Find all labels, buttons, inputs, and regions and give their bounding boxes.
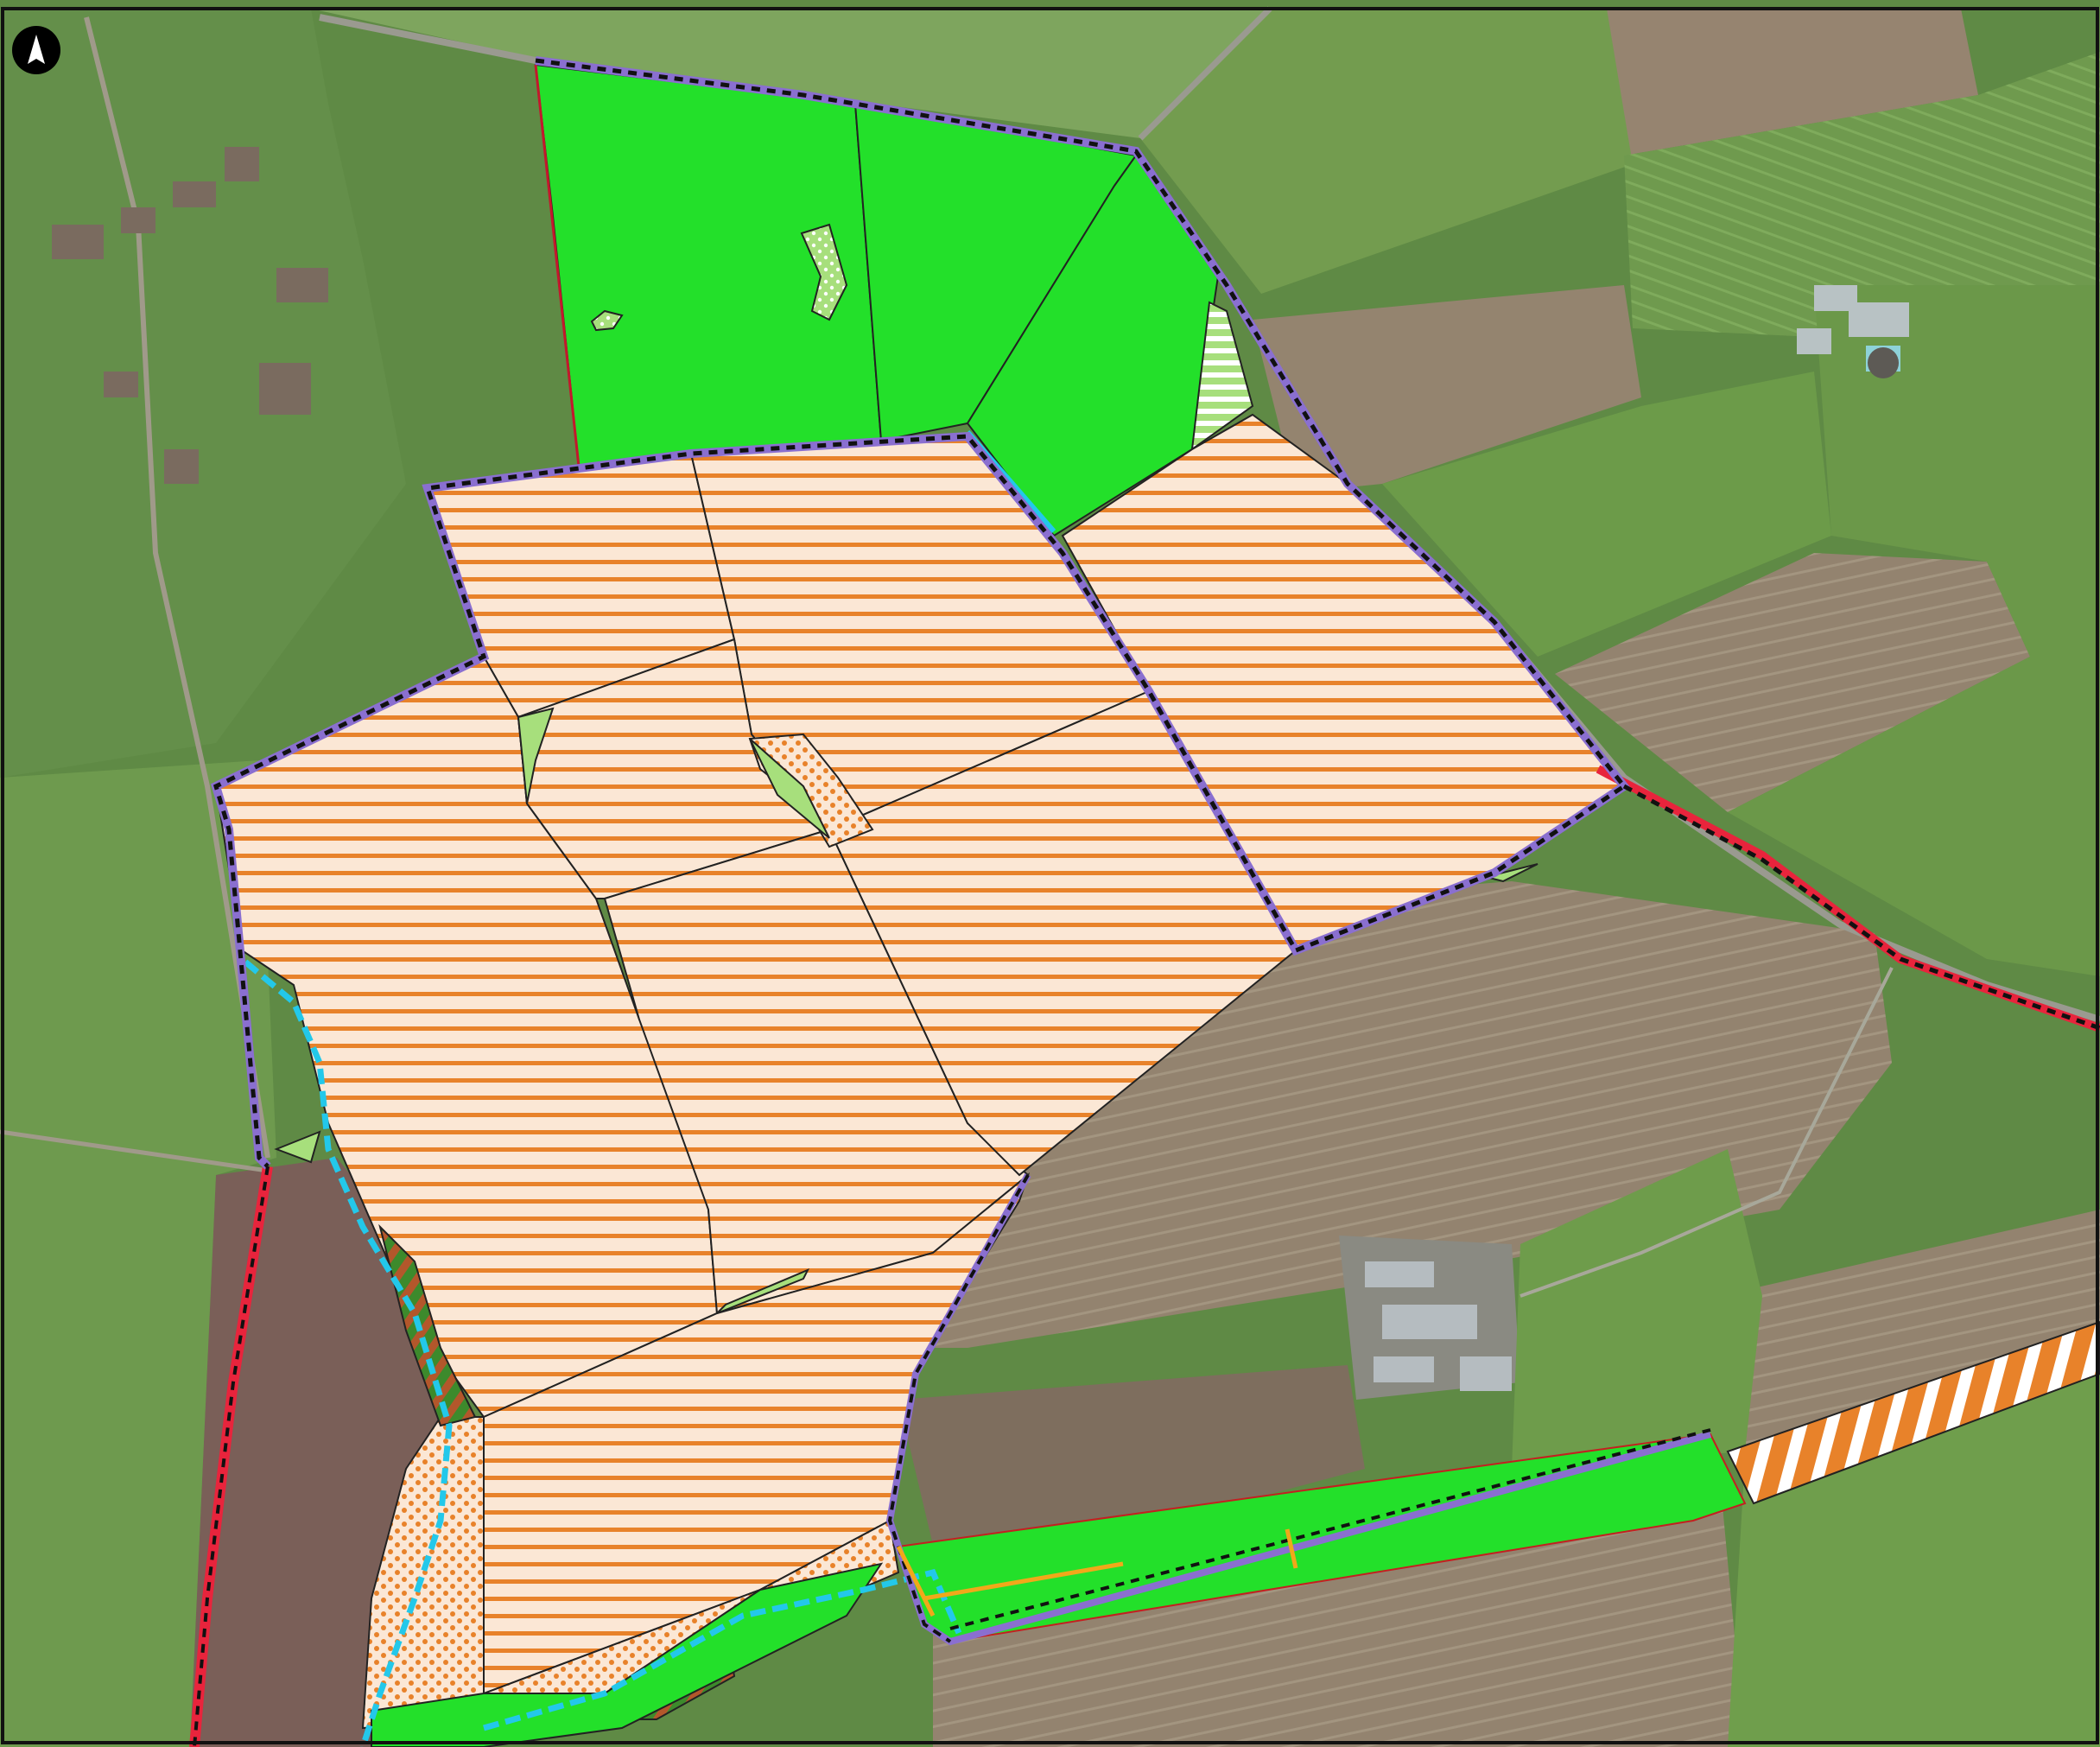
field-south-brown [898, 1365, 1365, 1581]
road-northeast [1138, 6, 1272, 141]
boundary-cyan-west [225, 829, 453, 1747]
track-east [1519, 967, 1894, 1298]
boundary-purple-east [1622, 784, 2100, 1031]
field-east-green-right [1728, 285, 2100, 976]
parcel-green-dotted-inner [800, 223, 848, 321]
parcel-green-dotted-small [590, 309, 624, 332]
map-border [1, 7, 2099, 1744]
sliver-light-green-c [716, 1268, 810, 1314]
field-northeast-green [1140, 9, 1633, 294]
field-east-brown-large [1555, 553, 2030, 812]
line-yellow-south-a [896, 1545, 936, 1617]
north-arrow-icon [12, 26, 60, 74]
field-east-top [1624, 52, 2100, 337]
sliver-light-green-a [517, 707, 555, 804]
line-yellow-south-c [1285, 1528, 1298, 1569]
field-northeast-brown [1589, 9, 1978, 156]
boundary-black-dash-strip [949, 1428, 1711, 1630]
field-west-green [0, 760, 276, 1747]
parcel-brown-diagonal-west [378, 1223, 477, 1427]
village-buildings [52, 147, 328, 484]
boundary-black-dash-site [213, 58, 1627, 1168]
parcel-orange-stripes-east [1726, 1320, 2100, 1505]
field-east-mid-green [1382, 372, 1831, 657]
parcel-green-hatched-edge [1190, 301, 1254, 452]
farm-buildings-south [1365, 1261, 1512, 1391]
field-east-brown-band [1253, 285, 1641, 492]
boundary-red-north [534, 64, 581, 467]
sliver-light-green-b [749, 738, 830, 839]
farm-buildings-east [1797, 285, 1909, 378]
road-west-spur [0, 1129, 269, 1173]
boundary-black-dash-south [887, 1174, 1030, 1643]
boundary-cyan-south [483, 1568, 962, 1731]
field-north-strip [311, 9, 1270, 138]
field-northwest-village [0, 9, 406, 778]
sliver-light-green-d [1485, 863, 1539, 883]
parcel-hatch-central [828, 689, 1297, 1177]
road-west [84, 16, 270, 1159]
field-southeast-brown [1719, 1210, 2100, 1460]
line-yellow-south-b [923, 1561, 1124, 1601]
boundary-black-dash-west [193, 1166, 270, 1747]
sliver-light-green-e [274, 1130, 321, 1164]
